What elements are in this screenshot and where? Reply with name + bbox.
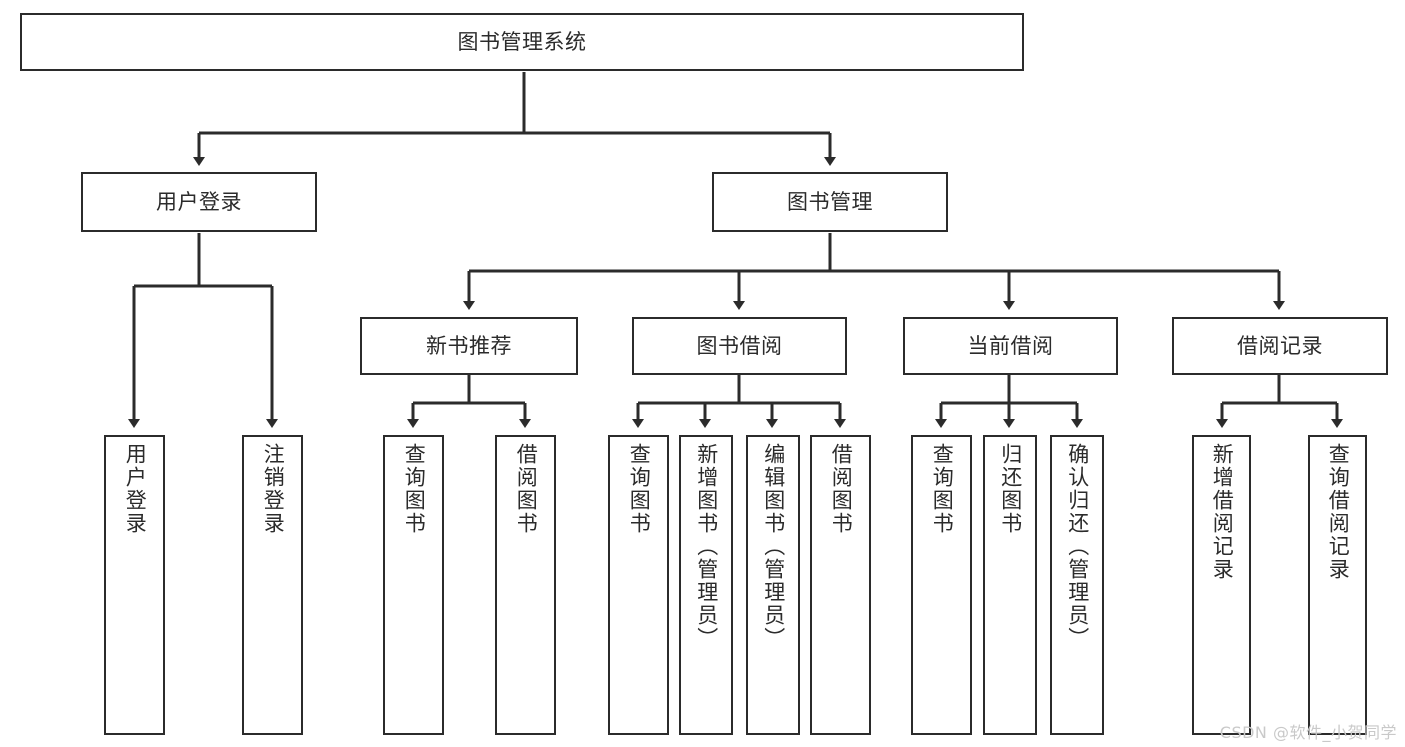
node-current-borrow[interactable]: 当前借阅 bbox=[903, 317, 1118, 375]
leaf-query-record-label: 查询借阅记录 bbox=[1326, 443, 1351, 581]
leaf-logout-login-label: 注销登录 bbox=[261, 443, 286, 535]
node-book-manage-label: 图书管理 bbox=[787, 189, 873, 214]
leaf-borrow-book-1-label: 借阅图书 bbox=[514, 443, 539, 535]
leaf-confirm-return-label: 确认归还（管理员） bbox=[1065, 443, 1090, 650]
leaf-return-book-label: 归还图书 bbox=[998, 443, 1023, 535]
leaf-query-record[interactable]: 查询借阅记录 bbox=[1308, 435, 1367, 735]
node-root-label: 图书管理系统 bbox=[457, 29, 587, 54]
node-current-borrow-label: 当前借阅 bbox=[967, 333, 1054, 358]
leaf-query-book-1[interactable]: 查询图书 bbox=[383, 435, 444, 735]
leaf-add-record[interactable]: 新增借阅记录 bbox=[1192, 435, 1251, 735]
node-new-book-recommend[interactable]: 新书推荐 bbox=[360, 317, 578, 375]
node-user-login[interactable]: 用户登录 bbox=[81, 172, 317, 232]
leaf-add-record-label: 新增借阅记录 bbox=[1210, 443, 1235, 581]
node-root-book-management-system[interactable]: 图书管理系统 bbox=[20, 13, 1024, 71]
node-book-manage[interactable]: 图书管理 bbox=[712, 172, 948, 232]
leaf-confirm-return[interactable]: 确认归还（管理员） bbox=[1050, 435, 1104, 735]
node-new-book-recommend-label: 新书推荐 bbox=[426, 333, 512, 358]
leaf-query-book-1-label: 查询图书 bbox=[402, 443, 427, 535]
leaf-add-book-label: 新增图书（管理员） bbox=[694, 443, 719, 650]
leaf-borrow-book-2[interactable]: 借阅图书 bbox=[810, 435, 871, 735]
leaf-borrow-book-1[interactable]: 借阅图书 bbox=[495, 435, 556, 735]
leaf-edit-book[interactable]: 编辑图书（管理员） bbox=[746, 435, 800, 735]
node-borrow-record-label: 借阅记录 bbox=[1237, 333, 1323, 358]
leaf-query-book-2[interactable]: 查询图书 bbox=[608, 435, 669, 735]
leaf-user-login-label: 用户登录 bbox=[123, 443, 148, 535]
leaf-query-book-3-label: 查询图书 bbox=[930, 443, 955, 535]
leaf-borrow-book-2-label: 借阅图书 bbox=[829, 443, 854, 535]
leaf-query-book-3[interactable]: 查询图书 bbox=[911, 435, 972, 735]
leaf-logout-login[interactable]: 注销登录 bbox=[242, 435, 303, 735]
node-book-borrow-label: 图书借阅 bbox=[696, 333, 783, 358]
node-user-login-label: 用户登录 bbox=[156, 189, 242, 214]
leaf-query-book-2-label: 查询图书 bbox=[627, 443, 652, 535]
node-book-borrow[interactable]: 图书借阅 bbox=[632, 317, 847, 375]
leaf-return-book[interactable]: 归还图书 bbox=[983, 435, 1037, 735]
leaf-user-login[interactable]: 用户登录 bbox=[104, 435, 165, 735]
node-borrow-record[interactable]: 借阅记录 bbox=[1172, 317, 1388, 375]
leaf-edit-book-label: 编辑图书（管理员） bbox=[761, 443, 786, 650]
leaf-add-book[interactable]: 新增图书（管理员） bbox=[679, 435, 733, 735]
